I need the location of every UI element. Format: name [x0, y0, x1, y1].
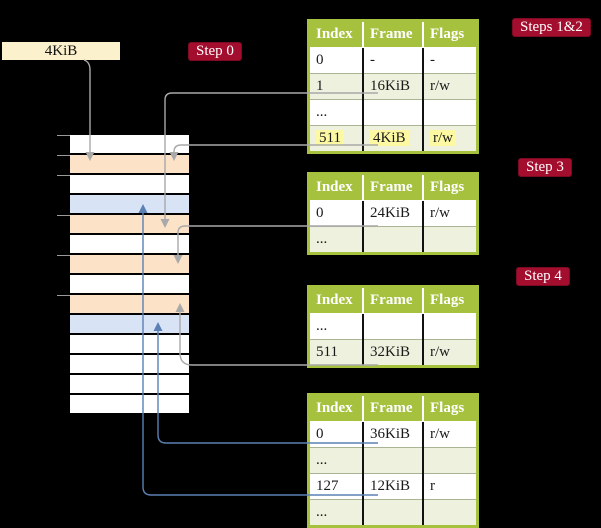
cell-index: 0	[310, 47, 363, 74]
memory-row-peach	[70, 295, 189, 313]
cell-frame: 36KiB	[362, 421, 423, 448]
cell-flags	[422, 313, 476, 340]
cell-frame	[362, 313, 423, 340]
col-header-flags: Flags	[423, 288, 476, 314]
cell-flags: r/w	[422, 73, 476, 100]
table-row: 0 24KiB r/w	[310, 200, 476, 227]
cell-index: ...	[310, 313, 363, 340]
col-header-flags: Flags	[423, 175, 476, 201]
table-row: 0 - -	[310, 47, 476, 74]
cell-index: ...	[310, 99, 363, 126]
page-table-level1: Index Frame Flags 0 - - 1 16KiB r/w ... …	[307, 19, 479, 154]
cell-index: ...	[310, 447, 363, 474]
cell-frame: 4KiB	[362, 125, 423, 151]
cell-index: 0	[310, 421, 363, 448]
cell-frame	[362, 226, 423, 252]
memory-row-peach	[70, 255, 189, 273]
memory-row-blue	[70, 315, 189, 333]
cell-frame: -	[362, 47, 423, 74]
cell-frame: 32KiB	[362, 339, 423, 365]
cell-frame	[362, 99, 423, 126]
col-header-index: Index	[310, 175, 364, 201]
table-header-row: Index Frame Flags	[310, 288, 476, 314]
page-table-level2: Index Frame Flags 0 24KiB r/w ...	[307, 172, 479, 255]
cell-flags	[422, 226, 476, 252]
cell-frame: 16KiB	[362, 73, 423, 100]
cell-index: 511	[310, 339, 363, 365]
table-header-row: Index Frame Flags	[310, 22, 476, 48]
memory-row-white	[70, 335, 189, 353]
step4-badge: Step 4	[516, 267, 570, 286]
frame-label-box: 4KiB	[2, 42, 120, 60]
col-header-flags: Flags	[423, 22, 476, 48]
cell-flags: r	[422, 473, 476, 500]
table-header-row: Index Frame Flags	[310, 396, 476, 422]
cell-index: ...	[310, 499, 363, 525]
table-row-highlighted: 511 4KiB r/w	[310, 125, 476, 151]
memory-tick	[57, 255, 70, 256]
memory-row-white	[70, 135, 189, 153]
memory-tick	[57, 215, 70, 216]
col-header-frame: Frame	[363, 396, 424, 422]
col-header-flags: Flags	[423, 396, 476, 422]
table-row: ...	[310, 313, 476, 340]
memory-row-blue	[70, 195, 189, 213]
table-row: ...	[310, 447, 476, 474]
memory-tick	[57, 175, 70, 176]
physical-memory-stack	[70, 135, 189, 415]
col-header-index: Index	[310, 288, 364, 314]
memory-row-white	[70, 235, 189, 253]
cell-frame	[362, 499, 423, 525]
memory-row-white	[70, 175, 189, 193]
cell-frame: 24KiB	[362, 200, 423, 227]
memory-row-peach	[70, 155, 189, 173]
cell-index: 127	[310, 473, 363, 500]
step3-badge: Step 3	[518, 158, 572, 177]
memory-row-white	[70, 395, 189, 413]
steps12-badge: Steps 1&2	[512, 18, 591, 37]
memory-row-white	[70, 375, 189, 393]
col-header-frame: Frame	[363, 288, 424, 314]
table-row: ...	[310, 499, 476, 525]
cell-flags: r/w	[422, 421, 476, 448]
step0-badge: Step 0	[188, 42, 242, 61]
memory-tick	[57, 155, 70, 156]
table-row: 511 32KiB r/w	[310, 339, 476, 365]
memory-tick	[57, 135, 70, 136]
table-row: 1 16KiB r/w	[310, 73, 476, 100]
cell-flags: -	[422, 47, 476, 74]
page-table-level4: Index Frame Flags 0 36KiB r/w ... 127 12…	[307, 393, 479, 528]
cell-flags	[422, 499, 476, 525]
page-table-level3: Index Frame Flags ... 511 32KiB r/w	[307, 285, 479, 368]
cell-flags: r/w	[422, 339, 476, 365]
table-header-row: Index Frame Flags	[310, 175, 476, 201]
cell-frame	[362, 447, 423, 474]
col-header-frame: Frame	[363, 175, 424, 201]
table-row: ...	[310, 226, 476, 252]
table-row: ...	[310, 99, 476, 126]
memory-row-white	[70, 355, 189, 373]
memory-tick	[57, 295, 70, 296]
cell-index: ...	[310, 226, 363, 252]
col-header-index: Index	[310, 22, 364, 48]
memory-row-white	[70, 275, 189, 293]
table-row: 127 12KiB r	[310, 473, 476, 500]
col-header-index: Index	[310, 396, 364, 422]
cell-frame: 12KiB	[362, 473, 423, 500]
cell-flags: r/w	[422, 125, 476, 151]
memory-row-peach	[70, 215, 189, 233]
table-row: 0 36KiB r/w	[310, 421, 476, 448]
cell-flags	[422, 99, 476, 126]
cell-flags	[422, 447, 476, 474]
cell-index: 1	[310, 73, 363, 100]
col-header-frame: Frame	[363, 22, 424, 48]
cell-index: 511	[310, 125, 363, 151]
cell-index: 0	[310, 200, 363, 227]
cell-flags: r/w	[422, 200, 476, 227]
